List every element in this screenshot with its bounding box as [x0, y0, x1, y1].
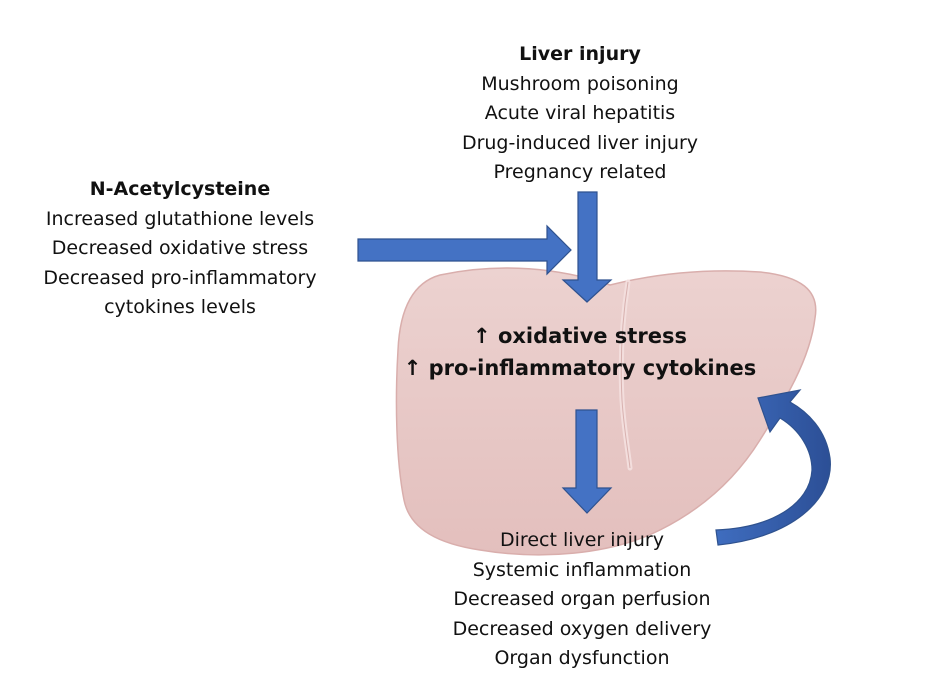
liver-effects-block: ↑ oxidative stress ↑ pro-inflammatory cy…: [400, 320, 760, 384]
cause-mushroom-poisoning: Mushroom poisoning: [481, 72, 679, 95]
nac-effect-glutathione: Increased glutathione levels: [45, 207, 315, 230]
consequence-systemic-inflammation: Systemic inflammation: [472, 558, 692, 581]
liver-effect-oxidative-stress: ↑ oxidative stress: [473, 324, 687, 348]
nac-block: N-Acetylcysteine Increased glutathione l…: [30, 175, 330, 323]
cause-pregnancy-related: Pregnancy related: [493, 161, 667, 183]
consequence-organ-dysfunction: Organ dysfunction: [494, 647, 670, 669]
cause-drug-induced-liver-injury: Drug-induced liver injury: [461, 131, 699, 154]
nac-effect-cytokines: cytokines levels: [104, 296, 256, 318]
consequence-oxygen-delivery: Decreased oxygen delivery: [452, 617, 712, 640]
liver-ligament-edge: [620, 281, 631, 469]
liver-to-consequences-arrow: [561, 409, 613, 514]
nac-heading: N-Acetylcysteine: [89, 178, 271, 200]
consequences-block: Direct liver injury Systemic inflammatio…: [432, 526, 732, 674]
feedback-curved-arrow: [715, 389, 831, 546]
liver-effect-cytokines: ↑ pro-inflammatory cytokines: [403, 356, 757, 380]
consequence-direct-liver-injury: Direct liver injury: [500, 529, 664, 551]
liver-injury-block: Liver injury Mushroom poisoning Acute vi…: [430, 40, 730, 188]
cause-acute-viral-hepatitis: Acute viral hepatitis: [484, 102, 676, 124]
liver-injury-heading: Liver injury: [519, 43, 641, 65]
nac-to-liver-arrow: [357, 224, 572, 276]
liver-shape: [395, 267, 817, 556]
nac-effect-oxidative-stress: Decreased oxidative stress: [51, 237, 309, 259]
consequence-organ-perfusion: Decreased organ perfusion: [453, 588, 711, 610]
nac-effect-pro-inflammatory: Decreased pro-inflammatory: [43, 266, 317, 289]
injury-to-liver-arrow: [561, 191, 613, 303]
